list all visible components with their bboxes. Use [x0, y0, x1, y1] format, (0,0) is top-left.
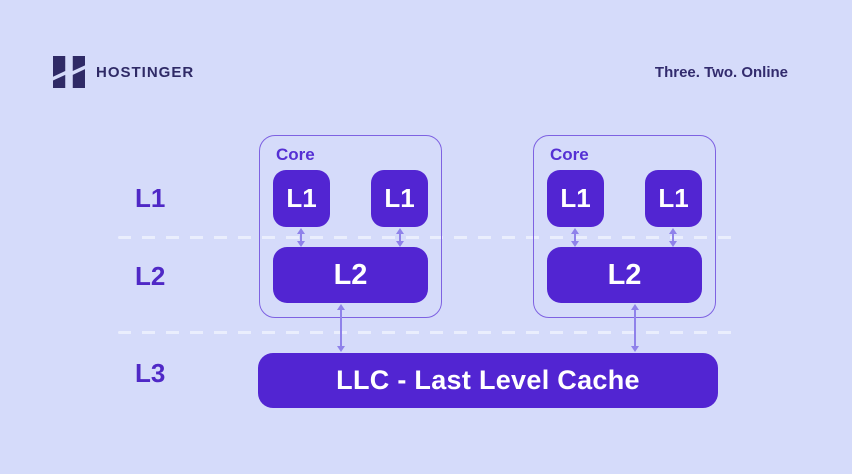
- double-arrow-l2-llc: [631, 304, 639, 352]
- double-arrow-l1-l2: [669, 228, 677, 247]
- double-arrow-l1-l2: [297, 228, 305, 247]
- dashed-divider-l1-l2: [118, 236, 732, 239]
- brand-name: HOSTINGER: [96, 63, 195, 81]
- llc-box: LLC - Last Level Cache: [258, 353, 718, 408]
- hostinger-logo-icon: [53, 56, 85, 88]
- core-box-1: Core L1 L1 L2: [259, 135, 442, 318]
- l1-cache-box: L1: [645, 170, 702, 227]
- brand: HOSTINGER: [52, 56, 194, 88]
- level-label-l1: L1: [135, 183, 166, 213]
- double-arrow-l2-llc: [337, 304, 345, 352]
- double-arrow-l1-l2: [396, 228, 404, 247]
- l2-cache-box: L2: [547, 247, 702, 303]
- l1-cache-box: L1: [273, 170, 330, 227]
- l1-cache-box: L1: [371, 170, 428, 227]
- core-label: Core: [550, 145, 589, 164]
- l1-cache-box: L1: [547, 170, 604, 227]
- core-box-2: Core L1 L1 L2: [533, 135, 716, 318]
- core-label: Core: [276, 145, 315, 164]
- level-label-l2: L2: [135, 261, 166, 291]
- double-arrow-l1-l2: [571, 228, 579, 247]
- header-tagline: Three. Two. Online: [654, 64, 788, 81]
- l2-cache-box: L2: [273, 247, 428, 303]
- dashed-divider-l2-l3: [118, 331, 732, 334]
- level-label-l3: L3: [135, 358, 166, 388]
